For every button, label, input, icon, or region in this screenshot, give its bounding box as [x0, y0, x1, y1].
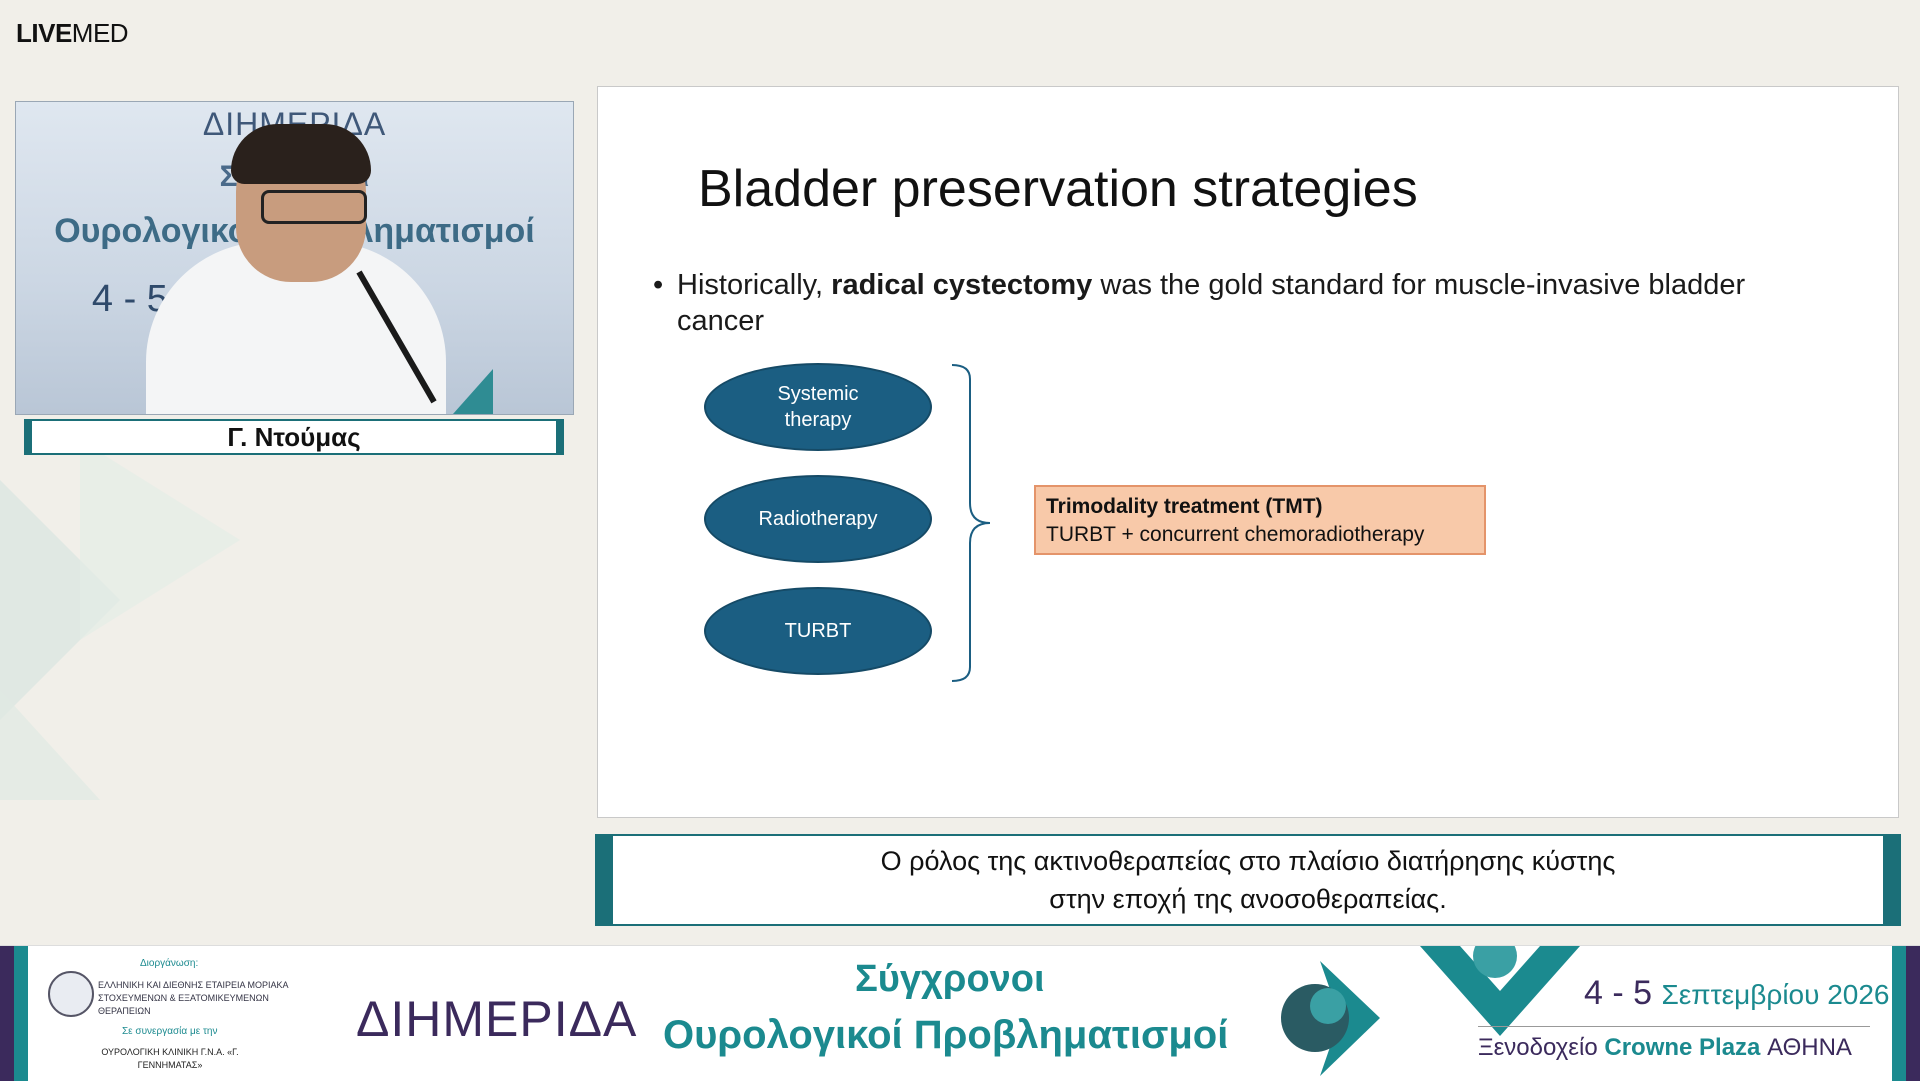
banner-stripe — [14, 946, 28, 1081]
slide-bullet: • Historically, radical cystectomy was t… — [653, 267, 1803, 339]
speaker-name: Γ. Ντούμας — [227, 421, 361, 452]
caption-line: Ο ρόλος της ακτινοθεραπείας στο πλαίσιο … — [880, 846, 1616, 876]
collaborator-name: ΟΥΡΟΛΟΓΙΚΗ ΚΛΙΝΙΚΗ Γ.Ν.Α. «Γ. ΓΕΝΝΗΜΑΤΑΣ… — [101, 1047, 239, 1070]
glasses — [261, 190, 367, 224]
banner-stripe — [1892, 946, 1906, 1081]
banner-stripe — [1906, 946, 1920, 1081]
caption-line: στην εποχή της ανοσοθεραπείας. — [1049, 884, 1447, 914]
event-venue: Ξενοδοχείο Crowne Plaza ΑΘΗΝΑ — [1478, 1034, 1852, 1061]
collaboration-label: Σε συνεργασία με την — [122, 1026, 218, 1037]
oval-radiotherapy: Radiotherapy — [704, 475, 932, 563]
oval-systemic-therapy: Systemic therapy — [704, 363, 932, 451]
bullet-dot-icon: • — [653, 269, 664, 301]
event-dates: 4 - 5 Σεπτεμβρίου 2026 — [1584, 974, 1890, 1012]
tmt-title: Trimodality treatment (TMT) — [1046, 495, 1323, 518]
bullet-text: Historically, radical cystectomy was the… — [677, 269, 1746, 337]
event-title-line1: Σύγχρονοι — [855, 958, 1045, 1000]
right-brace-icon — [951, 364, 991, 682]
oval-turbt: TURBT — [704, 587, 932, 675]
tmt-box: Trimodality treatment (TMT) TURBT + conc… — [1034, 485, 1486, 555]
event-title-line2: Ουρολογικοί Προβληματισμοί — [663, 1013, 1229, 1057]
presentation-slide: Bladder preservation strategies • Histor… — [597, 86, 1899, 818]
banner-stripe — [0, 946, 14, 1081]
event-banner: Διοργάνωση: ΕΛΛΗΝΙΚΗ ΚΑΙ ΔΙΕΘΝΗΣ ΕΤΑΙΡΕΙ… — [0, 945, 1920, 1081]
speaker-name-bar: Γ. Ντούμας — [24, 419, 564, 455]
society-seal-icon — [48, 971, 94, 1017]
event-chevron-icon — [1420, 946, 1580, 1036]
backdrop-triangle — [453, 369, 493, 414]
livemed-logo: LIVEMED — [16, 18, 129, 48]
divider — [1478, 1026, 1870, 1027]
speaker-hair — [231, 124, 371, 184]
slide-title: Bladder preservation strategies — [698, 160, 1418, 218]
talk-caption: Ο ρόλος της ακτινοθεραπείας στο πλαίσιο … — [595, 834, 1901, 926]
background-decoration — [0, 440, 240, 800]
speaker-video: ΔΙΗΜΕΡΙΔΑ Σύγχρονοι Ουρολογικοί Προβλημα… — [15, 101, 574, 415]
tmt-description: TURBT + concurrent chemoradiotherapy — [1046, 523, 1425, 546]
organizer-name: ΕΛΛΗΝΙΚΗ ΚΑΙ ΔΙΕΘΝΗΣ ΕΤΑΙΡΕΙΑ ΜΟΡΙΑΚΑ ΣΤ… — [98, 980, 288, 1016]
event-type: ΔΙΗΜΕΡΙΔΑ — [356, 991, 638, 1047]
event-logo-icon — [1281, 961, 1380, 1076]
organizer-label: Διοργάνωση: — [140, 958, 199, 969]
